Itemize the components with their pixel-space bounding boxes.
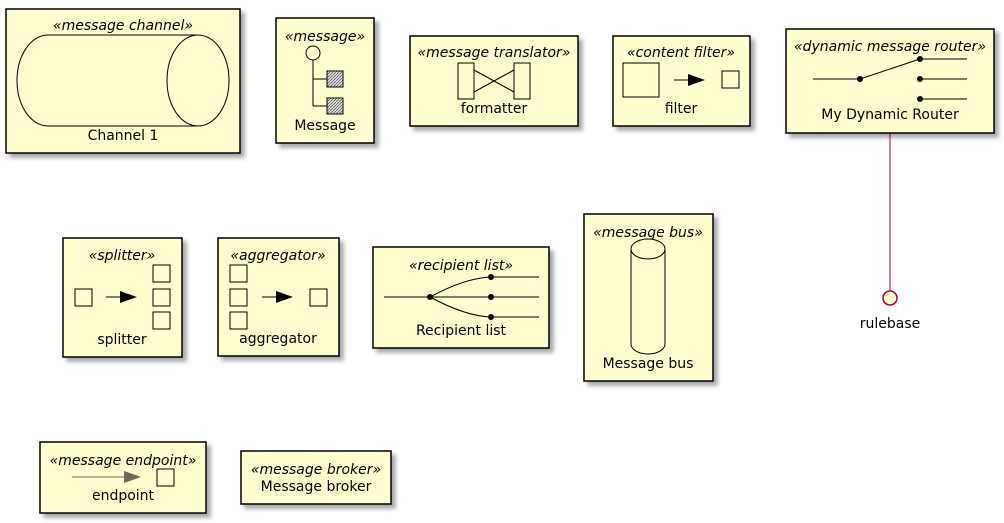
endpoint-icon (72, 468, 175, 487)
message-name: Message (294, 118, 355, 134)
message-bus-stereotype: «message bus» (593, 225, 703, 241)
message-channel-stereotype: «message channel» (53, 18, 193, 34)
message-endpoint-stereotype: «message endpoint» (50, 453, 197, 469)
splitter-name: splitter (97, 332, 147, 348)
splitter-stereotype: «splitter» (89, 248, 156, 264)
recipient-list-stereotype: «recipient list» (409, 258, 513, 274)
message-broker-name: Message broker (261, 479, 372, 495)
aggregator-stereotype: «aggregator» (230, 248, 325, 264)
interface-circle-icon (882, 290, 898, 306)
message-translator-node[interactable]: «message translator» formatter (409, 35, 579, 127)
recipient-list-name: Recipient list (416, 323, 507, 339)
splitter-node[interactable]: «splitter» splitter (62, 237, 183, 358)
message-stereotype: «message» (285, 29, 365, 45)
dynamic-router-node[interactable]: «dynamic message router» My Dynamic Rout… (785, 28, 995, 134)
dynamic-router-name: My Dynamic Router (821, 107, 959, 123)
message-broker-node[interactable]: «message broker» Message broker (240, 450, 392, 505)
filter-icon (622, 62, 740, 98)
recipient-list-node[interactable]: «recipient list» Recipient list (372, 246, 550, 349)
message-broker-stereotype: «message broker» (251, 462, 381, 478)
content-filter-node[interactable]: «content filter» filter (612, 35, 751, 127)
message-bus-name: Message bus (603, 356, 694, 372)
aggregator-name: aggregator (239, 331, 317, 347)
recipient-list-icon (384, 274, 539, 320)
message-icon (305, 45, 344, 115)
translator-icon (457, 62, 531, 100)
message-channel-name: Channel 1 (88, 128, 159, 144)
message-bus-node[interactable]: «message bus» Message bus (583, 213, 714, 382)
content-filter-name: filter (665, 101, 698, 117)
bus-cylinder-icon (630, 238, 666, 355)
dynamic-router-stereotype: «dynamic message router» (794, 39, 986, 55)
message-node[interactable]: «message» Message (275, 17, 375, 144)
splitter-icon (74, 264, 171, 330)
rulebase-interface[interactable]: rulebase (860, 290, 921, 332)
aggregator-node[interactable]: «aggregator» aggregator (217, 237, 340, 357)
rulebase-name: rulebase (860, 316, 921, 332)
aggregator-icon (229, 264, 328, 330)
message-translator-name: formatter (461, 101, 528, 117)
message-endpoint-node[interactable]: «message endpoint» endpoint (39, 441, 207, 514)
message-channel-node[interactable]: «message channel» Channel 1 (5, 8, 241, 154)
message-translator-stereotype: «message translator» (418, 45, 571, 61)
message-endpoint-name: endpoint (92, 488, 155, 504)
content-filter-stereotype: «content filter» (627, 45, 735, 61)
channel-cylinder-icon (16, 34, 230, 127)
router-switch-icon (813, 56, 967, 102)
